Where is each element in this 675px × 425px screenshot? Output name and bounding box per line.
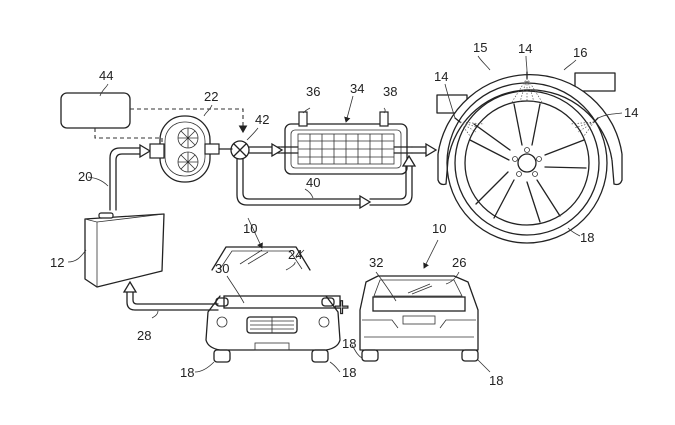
label-exchanger-inlet: 36 bbox=[306, 84, 320, 99]
label-rear-wheel-right: 18 bbox=[489, 373, 503, 388]
label-front-collector: 30 bbox=[215, 261, 229, 276]
vehicle-rear-view: 10 32 26 18 18 bbox=[342, 221, 503, 388]
exchanger-to-nozzle-line bbox=[411, 142, 438, 158]
label-controller: 44 bbox=[99, 68, 113, 83]
rim bbox=[464, 100, 590, 226]
tank-filler-cap bbox=[98, 212, 114, 219]
label-supply-line: 20 bbox=[78, 169, 92, 184]
label-front-wheel-right: 18 bbox=[342, 365, 356, 380]
supply-line: 20 bbox=[78, 143, 152, 211]
nozzle-left bbox=[454, 117, 485, 137]
label-bypass-line: 40 bbox=[306, 175, 320, 190]
label-wheel-arch-16: 16 bbox=[573, 45, 587, 60]
heat-exchanger: 36 38 34 bbox=[280, 81, 413, 175]
label-front-wheel-left: 18 bbox=[180, 365, 194, 380]
label-return-line: 28 bbox=[137, 328, 151, 343]
rear-tyre-right bbox=[461, 349, 479, 362]
label-exchanger-outlet: 38 bbox=[383, 84, 397, 99]
valve-to-exchanger-line bbox=[248, 142, 284, 158]
rim-spokes bbox=[469, 103, 587, 223]
wheel-hub bbox=[517, 153, 537, 173]
rear-tyre-left bbox=[361, 349, 379, 362]
front-tyre-right bbox=[311, 349, 329, 363]
label-nozzle-left: 14 bbox=[434, 69, 448, 84]
exchanger-inlet bbox=[298, 111, 308, 127]
nozzle-top bbox=[511, 71, 543, 103]
vehicle-front-view: 10 30 24 18 18 bbox=[180, 217, 356, 380]
label-wheel-arch-15: 15 bbox=[473, 40, 487, 55]
label-nozzle-top: 14 bbox=[518, 41, 532, 56]
plus-symbol: + bbox=[334, 292, 349, 322]
mirror-right bbox=[321, 297, 335, 307]
wheel-arch-outer bbox=[437, 74, 623, 155]
rear-collector bbox=[372, 296, 466, 312]
label-valve: 42 bbox=[255, 112, 269, 127]
body-panel-rear bbox=[574, 72, 616, 92]
tyre-outer bbox=[446, 82, 608, 244]
nozzle-right bbox=[569, 117, 599, 137]
exchanger-grid bbox=[298, 134, 394, 164]
water-tank: 12 bbox=[50, 212, 165, 288]
lug-nuts bbox=[512, 147, 542, 177]
label-wheel: 18 bbox=[580, 230, 594, 245]
front-tyre-left bbox=[213, 349, 231, 363]
controller-box: 44 bbox=[60, 68, 131, 129]
label-pump: 22 bbox=[204, 89, 218, 104]
wheel-assembly: 14 14 14 15 16 18 bbox=[434, 40, 638, 245]
exchanger-outlet bbox=[379, 111, 389, 127]
front-plate bbox=[254, 342, 290, 351]
label-rear-wheel-left: 18 bbox=[342, 336, 356, 351]
label-windscreen: 24 bbox=[288, 247, 302, 262]
rear-plate bbox=[402, 315, 436, 325]
label-vehicle-front: 10 bbox=[243, 221, 257, 236]
label-tank: 12 bbox=[50, 255, 64, 270]
label-rear-collector: 32 bbox=[369, 255, 383, 270]
valve: 42 bbox=[230, 112, 269, 160]
label-vehicle-rear: 10 bbox=[432, 221, 446, 236]
label-rear-window: 26 bbox=[452, 255, 466, 270]
bypass-line: 40 bbox=[236, 154, 417, 210]
rear-body bbox=[359, 275, 479, 351]
label-heat-exchanger: 34 bbox=[350, 81, 364, 96]
leader-44 bbox=[99, 83, 109, 97]
return-line: 28 bbox=[122, 280, 219, 343]
mirror-left bbox=[215, 297, 229, 307]
flow-arrow-icon bbox=[139, 143, 152, 159]
label-nozzle-right: 14 bbox=[624, 105, 638, 120]
rear-window bbox=[373, 279, 463, 297]
control-signal-lines bbox=[94, 108, 248, 146]
front-collector bbox=[223, 295, 341, 309]
pump: 22 bbox=[149, 89, 220, 183]
